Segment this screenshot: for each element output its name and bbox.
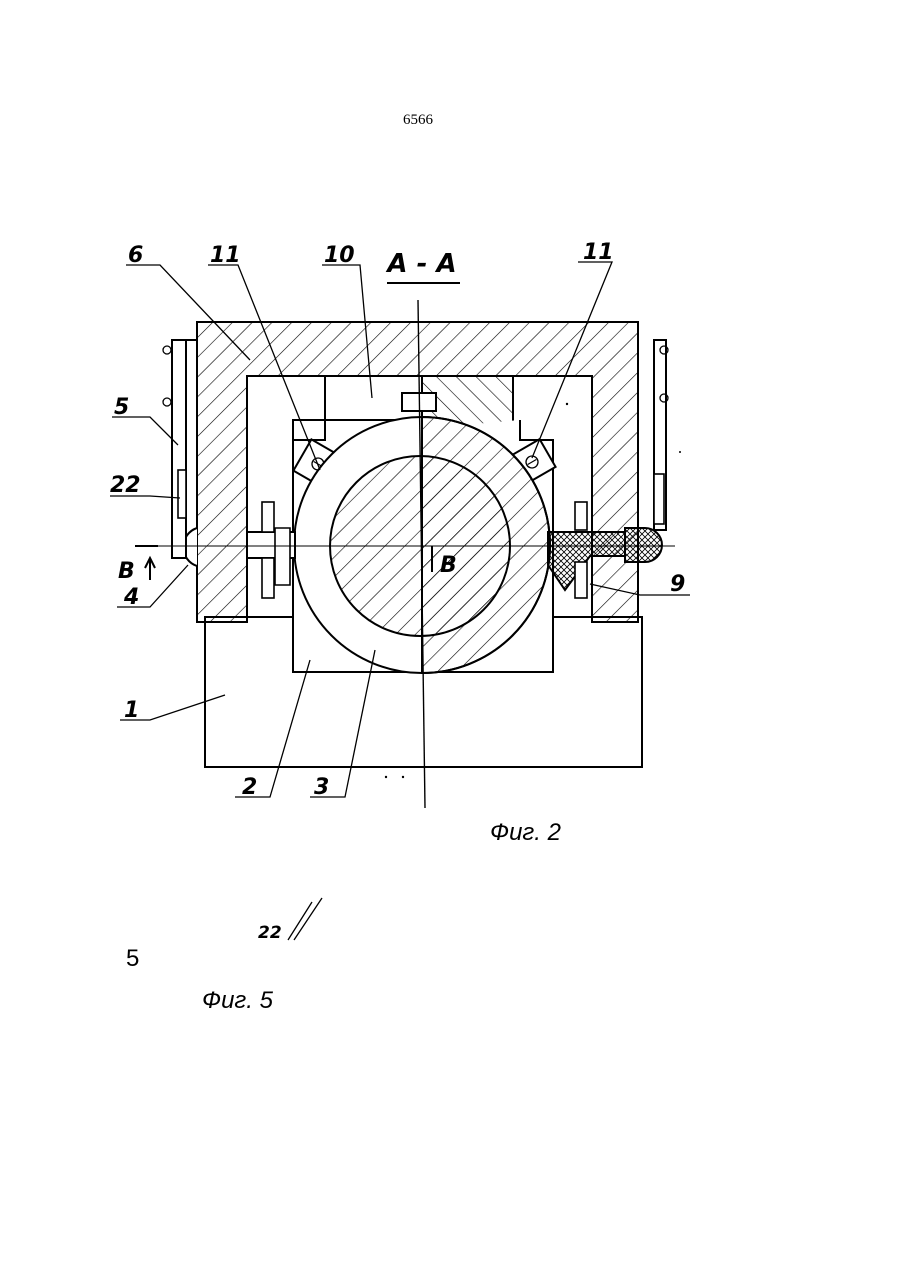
label-B-left: B [118, 559, 135, 584]
left-bolt-flange [275, 528, 290, 585]
section-arrow-left [145, 558, 155, 580]
spring-bolt-1 [163, 346, 171, 354]
right-bolt-nut-top [575, 502, 587, 530]
label-1: 1 [124, 698, 139, 723]
spring-bolt-2 [163, 398, 171, 406]
figure-2-caption: Фиг. 2 [490, 819, 561, 846]
label-5: 5 [114, 395, 129, 420]
section-title: A - A [385, 249, 456, 279]
label-22: 22 [110, 473, 141, 498]
rod-9-head [625, 528, 662, 562]
label-11-right: 11 [583, 240, 614, 265]
label-3: 3 [314, 775, 329, 800]
right-bolt-nut-bottom [575, 562, 587, 598]
fig5-label-5: 5 [126, 945, 139, 972]
fig5-leader [288, 898, 322, 940]
spring-plate-5-left [172, 340, 186, 558]
label-B-center: B [440, 553, 457, 578]
label-11-left: 11 [210, 243, 241, 268]
label-4: 4 [123, 585, 139, 610]
plate-22-left [178, 470, 186, 518]
figure-5-caption: Фиг. 5 [202, 987, 274, 1014]
left-bolt-nut-top [262, 502, 274, 532]
label-6: 6 [128, 243, 143, 268]
label-9: 9 [670, 572, 685, 597]
label-10: 10 [324, 243, 355, 268]
left-bolt-nut-bottom [262, 558, 274, 598]
page-number: 6566 [403, 112, 434, 128]
label-2: 2 [242, 775, 257, 800]
fig5-label-22: 22 [258, 923, 282, 943]
plate-22-right [654, 474, 664, 524]
leader-5 [112, 417, 178, 445]
